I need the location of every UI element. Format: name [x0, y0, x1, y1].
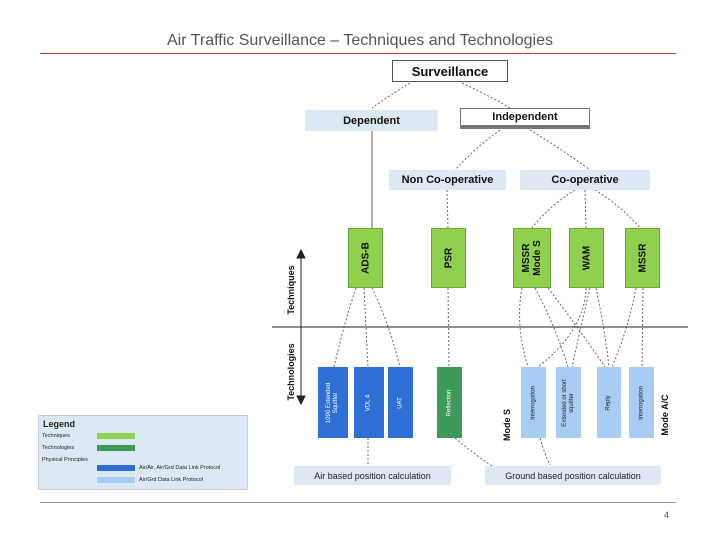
- edge-surv-dep: [371, 82, 411, 109]
- technology-interrogation-mode-ac: Interrogation: [629, 367, 654, 438]
- technology-vdl-4-label: VDL 4: [365, 394, 372, 411]
- edge-coop-mssr: [594, 189, 641, 229]
- legend-swatch-technologies: [97, 445, 135, 451]
- technique-ads-b-label: ADS-B: [360, 242, 371, 274]
- node-non-cooperative: Non Co-operative: [389, 170, 506, 190]
- technique-wam: WAM: [569, 228, 604, 288]
- technology-uat: UAT: [388, 367, 413, 438]
- ground-based-calculation-label: Ground based position calculation: [505, 470, 641, 481]
- techniques-side-label: Techniques: [286, 265, 296, 315]
- node-dependent: Dependent: [305, 110, 438, 131]
- technique-ads-b: ADS-B: [348, 228, 383, 288]
- footer-rule: [40, 502, 676, 503]
- technique-mssr-label: MSSR: [637, 243, 648, 273]
- node-independent: Independent: [460, 108, 590, 129]
- technology-squitter: Extended or short squitter: [556, 367, 581, 438]
- edge-noncoop-psr: [446, 189, 449, 229]
- technology-interrogation-mode-s-label: Interrogation: [530, 385, 536, 420]
- edge-mssr-interr: [641, 287, 644, 368]
- node-surveillance: Surveillance: [392, 60, 508, 82]
- technique-psr-label: PSR: [443, 247, 454, 269]
- edge-refl-ground: [454, 437, 496, 469]
- node-non-cooperative-label: Non Co-operative: [401, 174, 494, 186]
- edge-coop-wam: [584, 189, 587, 229]
- technology-squitter-label: Extended or short squitter: [561, 378, 575, 427]
- edge-mssrs-interr: [519, 287, 529, 368]
- edge-psr-refl: [447, 287, 450, 368]
- edge-mssrs-squit: [534, 287, 569, 368]
- legend-label-techniques: Techniques: [42, 433, 70, 439]
- edge-wam-reply: [595, 287, 610, 368]
- legend-swatch-air-grd-protocol: [97, 477, 135, 483]
- edge-ind-coop: [529, 129, 591, 171]
- legend: Legend Techniques Technologies Physical …: [38, 415, 248, 490]
- technique-mssr-mode-s: MSSR Mode S: [513, 228, 551, 288]
- air-based-calculation-label: Air based position calculation: [314, 470, 431, 481]
- technology-uat-label: UAT: [397, 396, 403, 409]
- page-title: Air Traffic Surveillance – Techniques an…: [166, 32, 553, 49]
- edge-adsb-1090: [333, 287, 357, 368]
- node-independent-label: Independent: [492, 111, 558, 123]
- legend-label-technologies: Technologies: [42, 445, 75, 451]
- node-dependent-label: Dependent: [343, 114, 400, 127]
- legend-label-air-air-protocol: Air/Air, Air/Grd Data Link Protocol: [139, 465, 221, 471]
- page-number: 4: [664, 510, 670, 520]
- air-based-calculation: Air based position calculation: [294, 466, 451, 485]
- technology-interrogation-mode-ac-label: Interrogation: [638, 385, 644, 420]
- edge-wam-squit: [571, 287, 591, 368]
- technology-1090-es: 1090 Extended Squitter: [318, 367, 348, 438]
- legend-label-physical-principles: Physical Principles: [42, 457, 88, 463]
- technology-reflection-label: Reflection: [446, 389, 452, 416]
- double-arrow-icon: [296, 248, 306, 406]
- technology-interrogation-mode-s: Interrogation: [521, 367, 546, 438]
- title-rule: [40, 53, 676, 54]
- mode-s-side-label: Mode S: [502, 408, 512, 442]
- edge-coop-mssrs: [531, 189, 576, 229]
- edge-mssr-reply: [611, 287, 637, 368]
- legend-swatch-techniques: [97, 433, 135, 439]
- edge-wam-interr: [537, 287, 587, 368]
- legend-swatch-air-air-protocol: [97, 465, 135, 471]
- technologies-side-label: Technologies: [286, 343, 296, 401]
- technique-mssr-mode-s-label: MSSR Mode S: [521, 240, 543, 276]
- technology-1090-es-label: 1090 Extended Squitter: [326, 382, 339, 423]
- technology-vdl-4: VDL 4: [354, 367, 384, 438]
- ground-based-calculation: Ground based position calculation: [485, 466, 661, 485]
- edge-ind-noncoop: [454, 129, 501, 171]
- technology-reply-label: Reply: [605, 394, 612, 411]
- legend-title: Legend: [43, 419, 76, 429]
- technique-mssr: MSSR: [625, 228, 660, 288]
- legend-label-air-grd-protocol: Air/Grd Data Link Protocol: [139, 477, 203, 483]
- edge-mssrs-reply: [547, 287, 606, 368]
- edge-surv-ind: [461, 82, 511, 109]
- edge-adsb-vdl: [363, 287, 369, 368]
- node-cooperative-label: Co-operative: [551, 174, 619, 186]
- node-surveillance-label: Surveillance: [411, 63, 489, 79]
- technique-psr: PSR: [431, 228, 466, 288]
- mode-ac-side-label: Mode A/C: [660, 394, 670, 436]
- technology-reflection: Reflection: [437, 367, 462, 438]
- node-cooperative: Co-operative: [520, 170, 650, 190]
- technique-wam-label: WAM: [581, 245, 592, 271]
- technology-reply: Reply: [597, 367, 621, 438]
- edge-interr-ground: [539, 437, 551, 466]
